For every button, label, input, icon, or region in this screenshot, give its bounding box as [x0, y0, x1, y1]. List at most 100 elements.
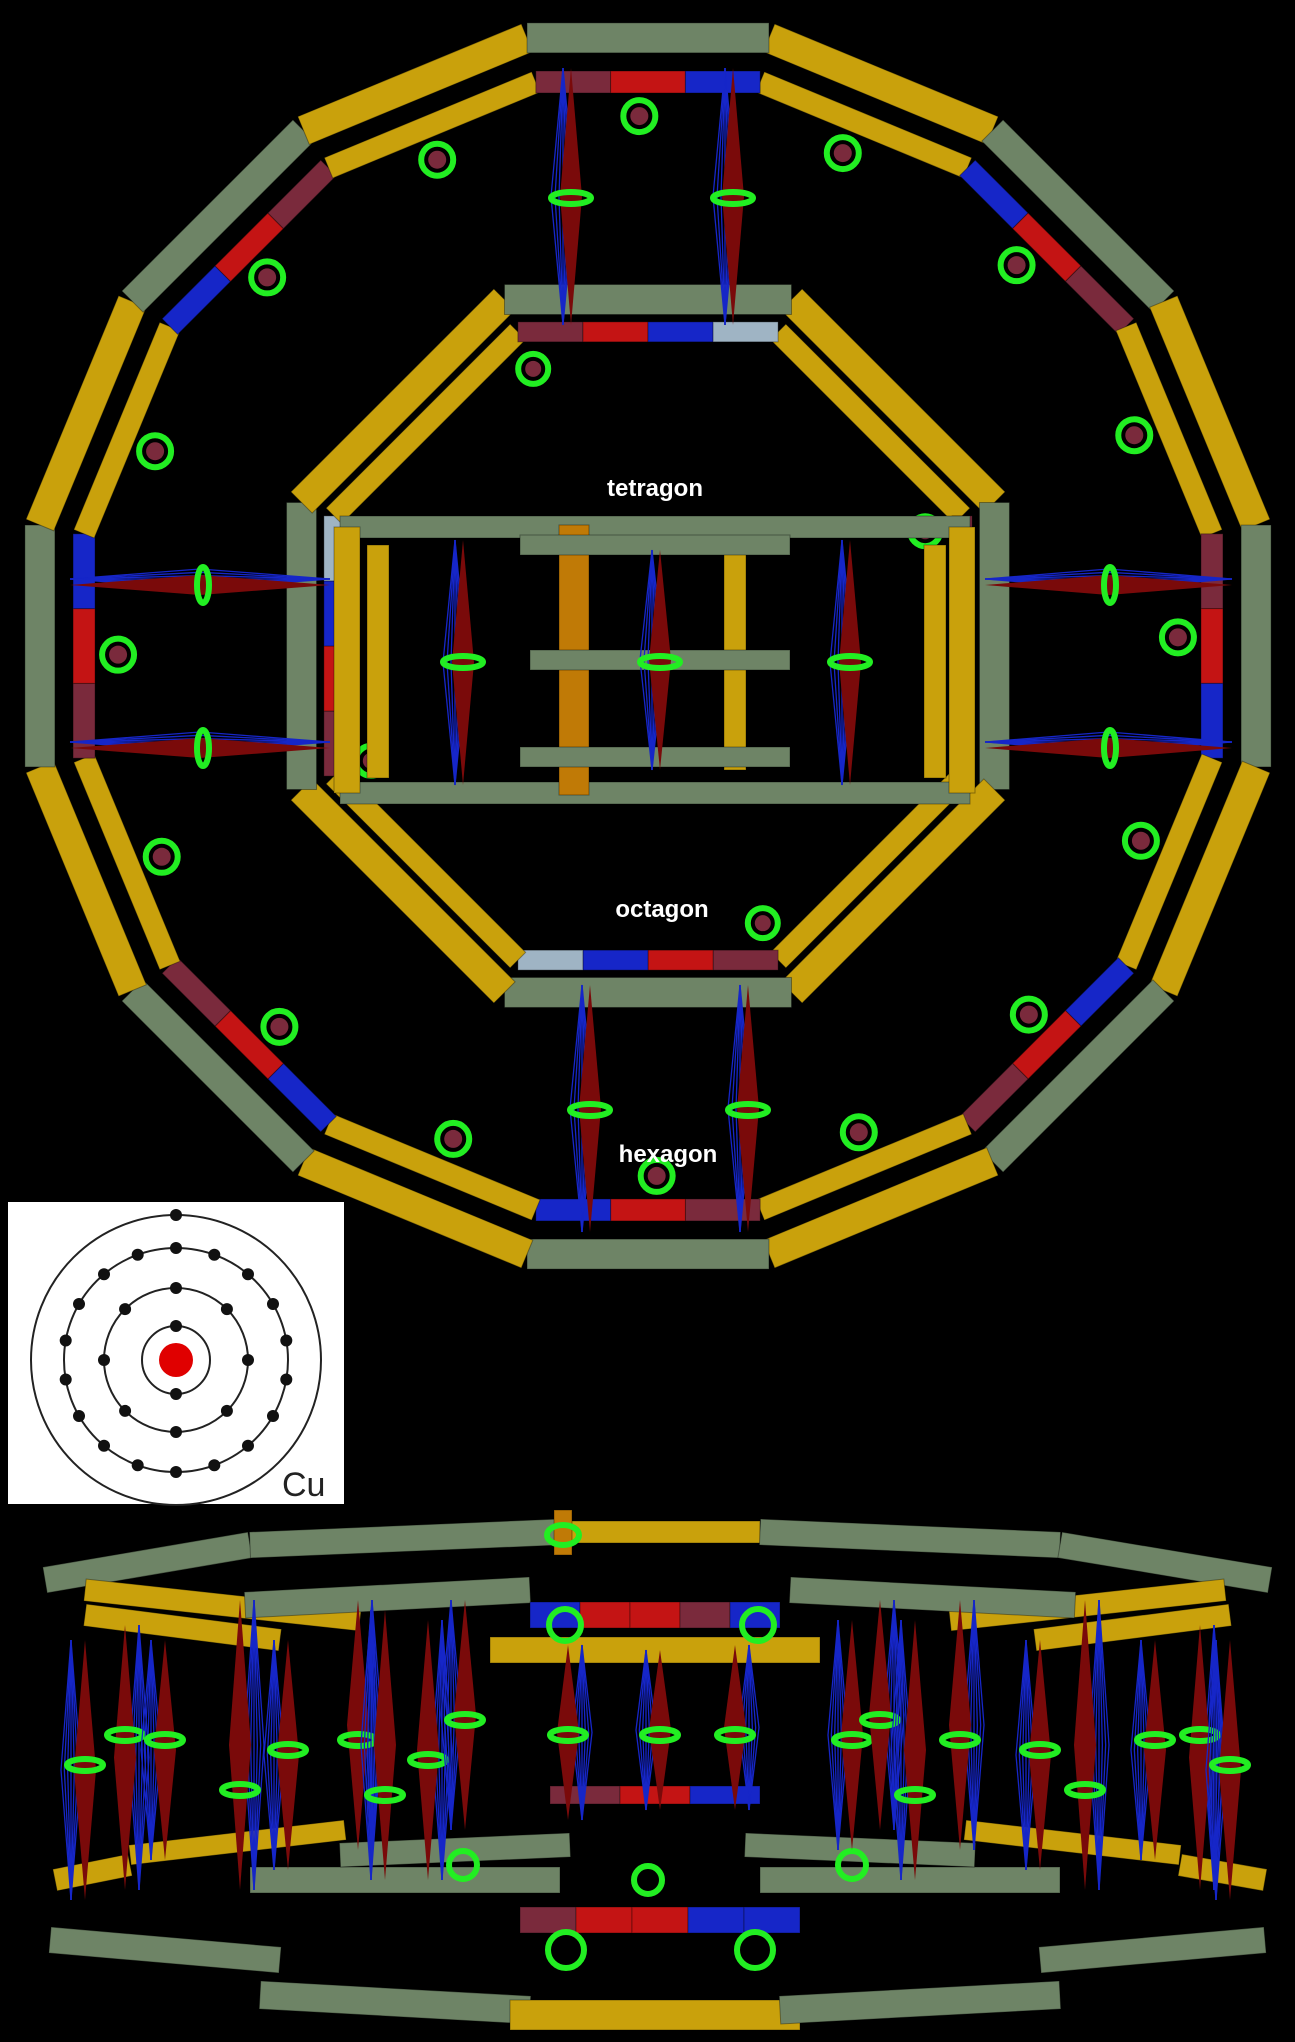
green-ring: [546, 1606, 584, 1644]
field-line: [720, 67, 726, 326]
octagon-layer: [286, 284, 1010, 1008]
electron: [242, 1354, 254, 1366]
electron: [220, 1404, 233, 1417]
spindle: [114, 1625, 136, 1890]
maroon-drop: [754, 915, 771, 932]
field-line: [558, 67, 564, 326]
electron-shells: [30, 1209, 322, 1506]
side-top-bar: [83, 1603, 282, 1652]
electron: [220, 1303, 233, 1316]
side-top-bar: [83, 1578, 362, 1632]
side-bottom-bar: [48, 1926, 282, 1974]
field-line: [837, 539, 843, 786]
electron: [170, 1466, 182, 1478]
field-line: [363, 1609, 372, 1881]
green-ring: [1158, 618, 1197, 657]
field-line: [266, 1639, 275, 1871]
green-ring: [1009, 995, 1048, 1034]
tetragon-upper-bar: [519, 534, 791, 556]
spindle: [374, 1610, 396, 1880]
green-ring: [831, 1731, 873, 1749]
green-ring: [1101, 564, 1119, 606]
middle-gold-bar: [323, 1113, 541, 1221]
spindle: [649, 550, 671, 770]
green-ring: [444, 1711, 486, 1729]
electron: [170, 1282, 182, 1294]
field-line: [367, 1609, 372, 1881]
field-line: [440, 1599, 452, 1831]
field-line: [1098, 1599, 1107, 1891]
label-tetragon: tetragon: [607, 475, 703, 502]
electron: [98, 1354, 110, 1366]
field-line: [1098, 1599, 1110, 1891]
field-line: [263, 1639, 275, 1871]
spindle: [985, 738, 1232, 758]
green-ring: [267, 1741, 309, 1759]
field-line: [748, 1644, 757, 1811]
blue-field-lines: [1205, 1639, 1227, 1901]
electron: [266, 1298, 279, 1310]
green-ring: [1064, 1781, 1106, 1799]
maroon-drop: [1125, 426, 1144, 445]
outer-ring-hexagon-layer: [24, 22, 1272, 1270]
electron: [131, 1459, 144, 1472]
field-line: [973, 1599, 985, 1851]
field-line: [748, 1644, 760, 1811]
field-line: [1208, 1639, 1217, 1901]
green-ring: [446, 1848, 480, 1882]
maroon-drop: [1019, 1005, 1038, 1024]
green-ring: [64, 1756, 106, 1774]
middle-colored-bar-segment: [535, 1198, 612, 1222]
spindle: [949, 1600, 971, 1850]
side-top-bar: [243, 1576, 532, 1619]
maroon-drop: [630, 107, 649, 126]
outer-bar: [526, 1238, 770, 1270]
field-line: [827, 1619, 839, 1851]
spindle: [737, 985, 759, 1232]
field-line: [890, 1619, 902, 1881]
side-bottom-bar: [759, 1866, 1061, 1894]
octagon-colored-bar-segment: [647, 949, 714, 971]
green-ring: [620, 97, 659, 136]
middle-colored-bar-segment: [535, 70, 612, 94]
side-bottom-colored-bar-segment: [687, 1906, 745, 1934]
tetragon-right-inner-bar: [923, 544, 947, 779]
field-line: [1133, 1639, 1142, 1861]
electron: [119, 1404, 132, 1417]
octagon-colored-bar-segment: [517, 949, 584, 971]
octagon-inner-bar: [325, 767, 527, 969]
green-ring: [547, 1726, 589, 1744]
tetragon-right-bar: [948, 526, 976, 794]
spindle: [722, 68, 744, 325]
octagon-colored-bar-segment: [647, 321, 714, 343]
spindle: [1074, 1600, 1096, 1890]
middle-colored-bar-segment: [1200, 533, 1224, 610]
middle-gold-bar: [1115, 753, 1223, 971]
spindle: [557, 1645, 579, 1820]
field-line: [1130, 1639, 1142, 1861]
green-ring: [710, 189, 756, 207]
middle-colored-bar-segment: [72, 533, 96, 610]
spindle: [579, 985, 601, 1232]
maroon-drop: [428, 150, 447, 169]
side-bottom-colored-bar-segment: [743, 1906, 801, 1934]
outer-bar: [24, 524, 56, 768]
tetragon-layer: [333, 515, 976, 805]
green-ring: [248, 258, 287, 297]
maroon-drop: [444, 1129, 463, 1148]
field-line: [1018, 1639, 1027, 1871]
tetragon-bottom-bar: [339, 781, 971, 805]
side-bottom-colored-bar-segment: [689, 1785, 761, 1805]
side-top-bar: [948, 1578, 1227, 1632]
side-top-bar: [788, 1576, 1077, 1619]
green-ring: [637, 653, 683, 671]
electron: [170, 1242, 182, 1254]
electron: [280, 1373, 293, 1386]
middle-colored-bar-segment: [267, 1062, 338, 1133]
maroon-drop: [1131, 831, 1150, 850]
field-line: [830, 1619, 839, 1851]
top-view-diagram: tetragon octagon hexagon: [24, 22, 1272, 1270]
field-line: [360, 1609, 372, 1881]
field-line: [60, 1639, 72, 1901]
spindle: [1144, 1640, 1166, 1860]
